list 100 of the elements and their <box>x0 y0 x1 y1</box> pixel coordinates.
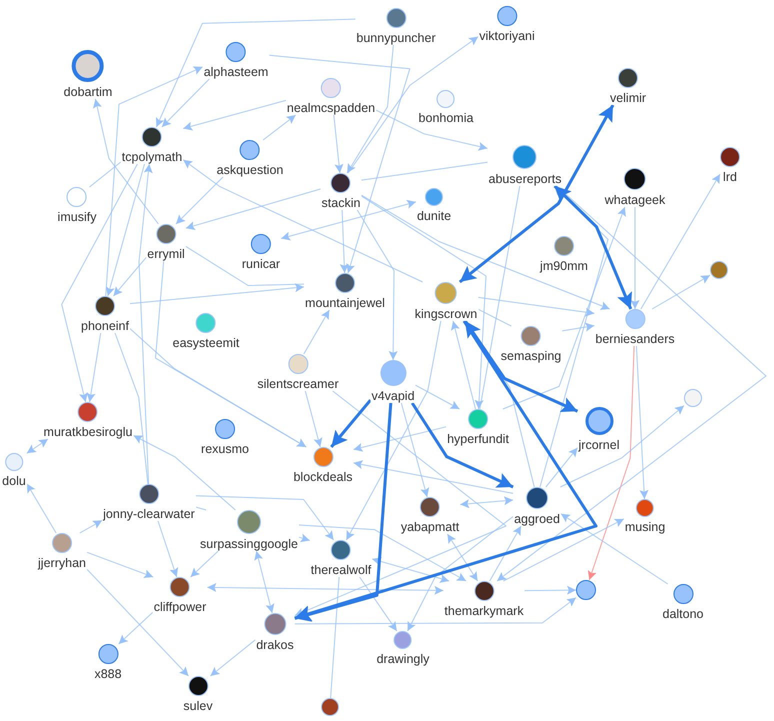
username-label: themarkymark <box>443 604 525 618</box>
arrow <box>130 283 304 304</box>
username-label: errymil <box>146 247 186 261</box>
arrow <box>86 552 154 578</box>
arrow <box>356 210 398 360</box>
arrow <box>303 310 330 354</box>
username-label: daltono <box>662 607 704 621</box>
arrow <box>496 186 766 582</box>
arrow <box>133 435 236 510</box>
username-label: tcpolymath <box>120 150 184 164</box>
username-label: imusify <box>56 210 98 224</box>
username-label: runicar <box>240 257 282 271</box>
username-label: easysteemit <box>172 336 240 350</box>
arrow <box>460 496 514 508</box>
arrow <box>372 557 450 583</box>
username-label: hyperfundit <box>446 432 510 446</box>
arrow <box>450 320 476 410</box>
username-label: kingscrown <box>414 307 478 321</box>
arrow <box>182 159 424 282</box>
arrow <box>415 384 460 410</box>
arrow <box>294 390 506 616</box>
username-label: askquestion <box>216 163 284 177</box>
username-label: berniesanders <box>594 332 676 346</box>
username-label: jm90mm <box>539 259 589 273</box>
arrow <box>376 110 488 151</box>
username-label: drakos <box>255 638 295 652</box>
arrow <box>280 200 416 240</box>
arrow <box>113 256 147 296</box>
arrow <box>79 520 103 534</box>
username-label: jonny-clearwater <box>102 507 196 521</box>
username-label: bunnypuncher <box>355 31 437 45</box>
username-label: therealwolf <box>310 563 372 577</box>
arrow <box>86 568 189 676</box>
arrow <box>138 164 153 484</box>
arrow <box>407 516 514 632</box>
username-label: alphasteem <box>202 65 270 79</box>
connector-line <box>114 332 148 484</box>
arrow <box>118 612 154 644</box>
arrow <box>182 100 286 130</box>
arrow <box>524 586 576 595</box>
arrow <box>346 320 442 540</box>
arrow <box>502 518 624 582</box>
arrow <box>478 296 595 317</box>
connector-line <box>195 506 207 510</box>
username-label: jrcornel <box>578 438 620 452</box>
username-label: semasping <box>500 349 562 363</box>
arrow <box>400 402 430 498</box>
username-label: bonhomia <box>418 111 474 125</box>
username-label: mountainjewel <box>304 296 386 310</box>
username-label: v4vapid <box>370 389 416 403</box>
arrow <box>545 447 578 488</box>
connector-line <box>89 162 122 188</box>
arrow <box>640 174 720 310</box>
connector-line <box>479 186 520 410</box>
connector-line <box>478 308 512 326</box>
arrow <box>298 534 310 542</box>
username-label: sulev <box>182 699 214 713</box>
username-label: velimir <box>608 91 648 105</box>
arrow <box>61 164 138 402</box>
arrow <box>106 164 145 296</box>
arrow <box>446 534 478 582</box>
username-label: viktoriyani <box>478 29 536 43</box>
arrow <box>93 98 159 224</box>
arrow <box>588 346 635 580</box>
arrow <box>262 114 296 140</box>
arrow <box>294 402 392 622</box>
arrow <box>359 576 398 632</box>
arrow <box>330 399 372 448</box>
arrow <box>210 639 256 676</box>
arrow <box>161 78 210 128</box>
arrow <box>361 194 610 310</box>
username-label: drawingly <box>376 652 430 666</box>
arrow <box>26 483 57 534</box>
arrow <box>176 176 224 224</box>
arrow <box>294 320 598 621</box>
arrow <box>562 322 595 332</box>
arrow <box>560 405 684 488</box>
arrow <box>304 390 322 448</box>
username-label: nealmcspadden <box>286 101 376 115</box>
arrow <box>156 18 356 128</box>
arrow <box>130 328 307 448</box>
username-label: muratkbesiroglu <box>42 425 134 439</box>
arrow <box>294 597 576 624</box>
arrow <box>464 320 578 413</box>
username-label: dolu <box>1 474 27 488</box>
arrow <box>353 426 447 452</box>
arrow <box>361 196 486 410</box>
arrow <box>348 36 479 174</box>
arrow <box>346 44 394 174</box>
arrow <box>410 402 514 488</box>
username-label: surpassinggoogle <box>199 537 299 551</box>
arrow <box>190 550 219 578</box>
arrow <box>195 495 334 540</box>
username-label: whatageek <box>604 193 666 207</box>
username-label: blockdeals <box>292 470 354 484</box>
arrow <box>105 66 204 296</box>
arrow <box>340 210 349 274</box>
arrow <box>298 524 467 582</box>
username-label: yabapmatt <box>400 520 460 534</box>
arrow <box>155 260 307 448</box>
